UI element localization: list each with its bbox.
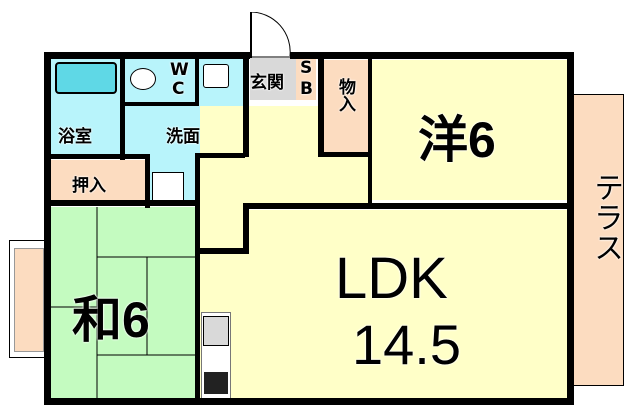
wall-western-left bbox=[368, 52, 372, 207]
washroom-label: 洗面 bbox=[166, 127, 200, 147]
wall-bath-bottom bbox=[50, 154, 150, 159]
ldk-room bbox=[200, 210, 568, 400]
wall-jp-right bbox=[195, 248, 200, 405]
shoe-box bbox=[296, 58, 316, 100]
washing-machine-icon bbox=[152, 172, 184, 202]
wall-wash-right bbox=[243, 52, 249, 157]
western-room-label: 洋6 bbox=[418, 112, 496, 168]
wall-wash-mid bbox=[195, 153, 245, 158]
ldk-label-line1: LDK bbox=[335, 246, 448, 311]
shoe-box-label-s: S bbox=[300, 58, 313, 78]
wall-storage-left bbox=[318, 52, 324, 156]
storage-closet bbox=[324, 60, 368, 154]
wall-top-right bbox=[290, 52, 574, 59]
wall-top-left bbox=[44, 52, 250, 59]
wc-label-w: W bbox=[170, 60, 189, 80]
japanese-room-label: 和6 bbox=[72, 292, 150, 348]
wall-ldk-top bbox=[243, 203, 568, 209]
entrance bbox=[250, 58, 296, 100]
terrace bbox=[572, 94, 624, 386]
washbasin-icon bbox=[203, 64, 229, 88]
stove-icon bbox=[204, 372, 228, 394]
bath-label: 浴室 bbox=[58, 127, 92, 147]
japanese-room bbox=[50, 207, 195, 399]
shoe-box-label-b: B bbox=[300, 79, 313, 99]
entrance-door-swing bbox=[250, 11, 292, 58]
wall-ldk-step-bottom bbox=[195, 248, 249, 254]
wc-label-c: C bbox=[172, 79, 185, 99]
western-room bbox=[372, 60, 568, 200]
wall-wc-bottom bbox=[125, 102, 197, 106]
wall-ldk-step bbox=[243, 203, 249, 253]
entrance-label: 玄関 bbox=[250, 73, 284, 93]
tatami-lines bbox=[50, 207, 195, 399]
wall-right bbox=[567, 52, 574, 405]
wall-bottom bbox=[44, 398, 574, 405]
japanese-room-balcony-floor bbox=[14, 248, 44, 352]
terrace-label: テラス bbox=[588, 172, 623, 262]
wall-left bbox=[44, 52, 51, 405]
oshiire-closet bbox=[50, 160, 145, 200]
wall-oshiire-bottom bbox=[50, 200, 200, 206]
wall-storage-bottom bbox=[318, 152, 372, 157]
toilet-icon bbox=[130, 68, 156, 90]
wall-oshiire-right bbox=[145, 158, 150, 208]
storage-closet-label: 物入 bbox=[335, 78, 355, 112]
wall-bath-wc bbox=[120, 52, 125, 160]
wall-wc-right bbox=[195, 52, 199, 106]
sink-icon bbox=[203, 316, 229, 346]
ldk-label-line2: 14.5 bbox=[352, 313, 461, 376]
oshiire-label: 押入 bbox=[72, 176, 106, 196]
bathtub-icon bbox=[55, 62, 117, 94]
